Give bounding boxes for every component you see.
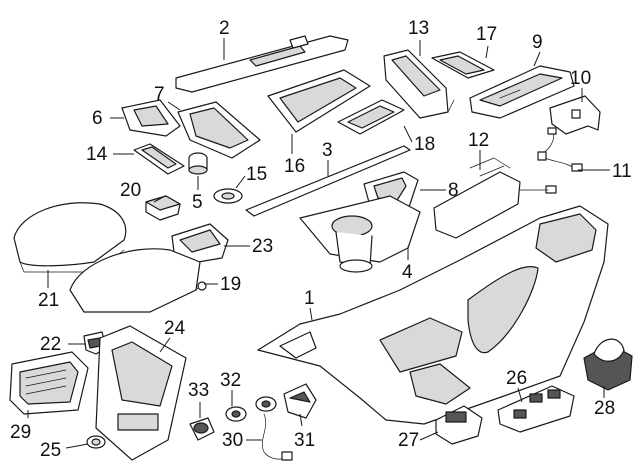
part-25-cap: [86, 435, 106, 449]
callout-19: 19: [220, 274, 241, 295]
callout-6: 6: [92, 108, 103, 129]
callout-11: 11: [612, 161, 632, 182]
part-5-knob: [188, 152, 208, 175]
callout-31: 31: [294, 430, 315, 451]
part-3-trim-strip: [245, 145, 411, 217]
part-11-cable: [537, 127, 583, 172]
callout-25: 25: [40, 440, 61, 461]
part-24-rear-panel: [95, 325, 187, 461]
part-31-holder: [283, 383, 317, 419]
part-30-wiring: [261, 413, 293, 461]
callout-28: 28: [594, 398, 615, 419]
callout-30: 30: [222, 430, 243, 451]
callout-9: 9: [532, 32, 543, 53]
part-32-power-outlet: [225, 396, 277, 422]
callout-18: 18: [414, 134, 435, 155]
part-10-bracket: [549, 95, 601, 135]
callout-27: 27: [398, 430, 419, 451]
callout-23: 23: [252, 236, 273, 257]
callout-labels: 2 13 17 9 10 11 12 6 7 16 18 14 15 5 3 8…: [10, 18, 632, 461]
callout-4: 4: [402, 262, 413, 283]
part-1-center-console: [257, 205, 609, 425]
callout-29: 29: [10, 422, 31, 443]
part-2-trim-strip: [175, 35, 349, 93]
callout-16: 16: [284, 156, 305, 177]
callout-33: 33: [188, 380, 209, 401]
part-19-armrest-base: [69, 248, 207, 313]
callout-24: 24: [164, 318, 186, 339]
callout-21: 21: [38, 290, 59, 311]
leader-lines: [27, 38, 610, 449]
callout-32: 32: [220, 370, 241, 391]
part-12-module: [433, 157, 557, 239]
callout-26: 26: [506, 368, 527, 389]
callout-1: 1: [304, 288, 315, 309]
part-18-mat: [337, 99, 405, 135]
part-13-storage-tray: [383, 49, 455, 119]
part-27-switch: [435, 405, 483, 445]
part-4-cup-holder: [299, 195, 421, 273]
callout-14: 14: [86, 144, 108, 165]
callout-3: 3: [322, 140, 333, 161]
callout-8: 8: [448, 180, 459, 201]
part-9-storage-bin: [469, 65, 575, 119]
part-17-mat: [431, 51, 495, 79]
part-6-trim-piece: [121, 99, 181, 137]
part-29-rear-vent: [9, 351, 89, 415]
part-14-insert: [133, 143, 185, 175]
callout-15: 15: [246, 164, 267, 185]
part-15-washer: [213, 188, 243, 204]
callout-7: 7: [154, 84, 165, 105]
callout-2: 2: [219, 18, 230, 39]
part-28-gear-selector: [583, 338, 633, 391]
part-21-armrest-lid: [13, 202, 127, 273]
part-16-tray-mat: [267, 69, 371, 133]
callout-20: 20: [120, 180, 141, 201]
part-23-hinge-cover: [171, 223, 229, 265]
callout-12: 12: [468, 130, 489, 151]
part-33-socket: [189, 417, 215, 441]
callout-10: 10: [570, 68, 591, 89]
callout-17: 17: [476, 24, 497, 45]
part-26-switch-panel: [497, 385, 575, 433]
callout-5: 5: [192, 192, 203, 213]
callout-13: 13: [408, 18, 429, 39]
part-20-block: [145, 195, 181, 221]
callout-22: 22: [40, 334, 61, 355]
part-7-storage-mat: [177, 101, 261, 159]
